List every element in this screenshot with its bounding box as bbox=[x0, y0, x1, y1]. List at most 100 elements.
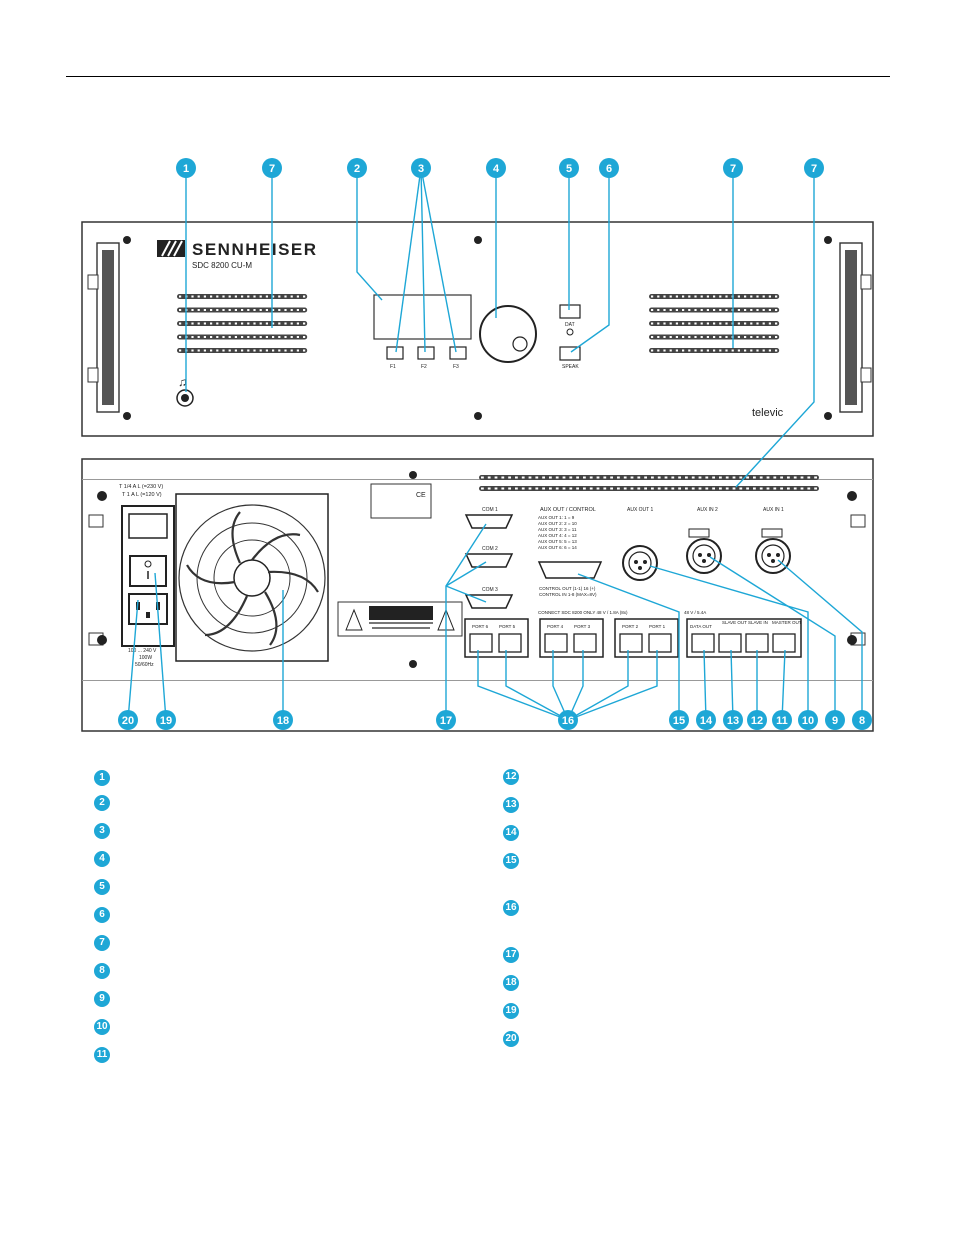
svg-text:1: 1 bbox=[183, 163, 189, 175]
callout-top-4: 4 bbox=[486, 158, 506, 178]
vent-slot bbox=[700, 336, 703, 338]
front-panel: SENNHEISER SDC 8200 CU-M televic ♫ F1 F2… bbox=[81, 221, 874, 437]
vent-slot bbox=[725, 309, 728, 311]
vent-slot bbox=[290, 322, 293, 325]
aux-control-connector[interactable] bbox=[537, 561, 603, 579]
vent-slot bbox=[807, 487, 811, 490]
function-button-f1[interactable] bbox=[386, 346, 404, 360]
vent-slot bbox=[671, 476, 675, 479]
vent-slot bbox=[191, 349, 194, 352]
legend-bullet-18: 18 bbox=[503, 975, 519, 991]
vent-slot bbox=[296, 336, 299, 338]
vent-slot bbox=[247, 336, 250, 338]
vent-slot bbox=[688, 349, 691, 352]
vent-slot bbox=[555, 476, 559, 479]
screw bbox=[847, 491, 857, 501]
data-button[interactable] bbox=[559, 304, 581, 319]
vent-slot bbox=[210, 309, 213, 311]
vent-slot bbox=[487, 476, 491, 479]
vent-slot bbox=[664, 476, 668, 479]
jog-wheel[interactable] bbox=[479, 305, 537, 363]
vent-slot bbox=[637, 476, 641, 479]
vent-slot bbox=[487, 487, 491, 490]
port-2-rj45[interactable] bbox=[619, 633, 643, 653]
com-port-1[interactable]: COM 1 bbox=[464, 507, 514, 529]
port-5-rj45[interactable] bbox=[498, 633, 522, 653]
vent-slot bbox=[589, 476, 593, 479]
legend-bullet-6: 6 bbox=[94, 907, 110, 923]
data-port-group: DATA OUT SLAVE OUT SLAVE IN MASTER OUT bbox=[686, 618, 802, 658]
vent-slot bbox=[663, 309, 666, 311]
callout-top-7a: 7 bbox=[262, 158, 282, 178]
aux-in-2-xlr[interactable]: AUX IN 2 bbox=[686, 507, 722, 574]
screw bbox=[474, 412, 482, 420]
function-button-f3[interactable] bbox=[449, 346, 467, 360]
vent-slot bbox=[651, 336, 654, 338]
header-rule bbox=[66, 76, 890, 77]
vent-slot bbox=[222, 322, 225, 325]
vent-slot bbox=[222, 336, 225, 338]
vent-slot bbox=[705, 487, 709, 490]
vent-slot bbox=[663, 322, 666, 325]
vent-slot bbox=[265, 349, 268, 352]
ce-mark: CE bbox=[416, 492, 426, 499]
vent-slot bbox=[651, 349, 654, 352]
aux-control-table: AUX OUT 1: 1 = 9 AUX OUT 2: 2 = 10 AUX O… bbox=[538, 515, 577, 550]
legend-bullet-3: 3 bbox=[94, 823, 110, 839]
vent-slot bbox=[669, 309, 672, 311]
mains-rating-text: 50/60Hz bbox=[135, 662, 154, 668]
slave-out-rj45[interactable] bbox=[718, 633, 742, 653]
port-6-rj45[interactable] bbox=[469, 633, 493, 653]
iec-mains-socket[interactable] bbox=[128, 593, 168, 625]
vent-slot bbox=[657, 336, 660, 338]
screw bbox=[97, 635, 107, 645]
vent-slot bbox=[793, 487, 797, 490]
callout-bottom-16: 16 bbox=[558, 710, 578, 730]
master-out-rj45[interactable] bbox=[772, 633, 796, 653]
vent-slot bbox=[228, 349, 231, 352]
vent-slot bbox=[589, 487, 593, 490]
vent-slot bbox=[241, 349, 244, 352]
aux-out-1-xlr[interactable]: AUX OUT 1 bbox=[622, 507, 658, 581]
vent-slot bbox=[515, 487, 518, 490]
speak-button[interactable] bbox=[559, 346, 581, 361]
vent-slot bbox=[272, 349, 275, 352]
svg-text:12: 12 bbox=[751, 715, 763, 727]
legend-bullet-17: 17 bbox=[503, 947, 519, 963]
vent-slot bbox=[222, 349, 225, 352]
legend-bullet-7: 7 bbox=[94, 935, 110, 951]
aux-in-1-xlr[interactable]: AUX IN 1 bbox=[755, 507, 791, 574]
svg-text:COM 3: COM 3 bbox=[482, 587, 498, 593]
vent-slot bbox=[284, 349, 287, 352]
vent-slot bbox=[253, 349, 256, 352]
slave-in-rj45[interactable] bbox=[745, 633, 769, 653]
svg-text:PORT 1: PORT 1 bbox=[649, 624, 666, 629]
vent-slot bbox=[739, 476, 743, 479]
vent-slot bbox=[290, 295, 293, 298]
vent-slot bbox=[762, 336, 765, 338]
vent-slot bbox=[756, 336, 759, 338]
svg-text:PORT 2: PORT 2 bbox=[622, 624, 639, 629]
svg-text:SLAVE IN: SLAVE IN bbox=[748, 620, 768, 625]
vent-slot bbox=[651, 487, 654, 490]
data-out-rj45[interactable] bbox=[691, 633, 715, 653]
vent-slot bbox=[744, 295, 747, 298]
port-4-rj45[interactable] bbox=[544, 633, 568, 653]
com-port-2[interactable]: COM 2 bbox=[464, 546, 514, 568]
function-button-f2[interactable] bbox=[417, 346, 435, 360]
vent-slot bbox=[234, 322, 237, 325]
port-1-rj45[interactable] bbox=[648, 633, 672, 653]
vent-slot bbox=[272, 322, 275, 325]
legend-bullet-2: 2 bbox=[94, 795, 110, 811]
fuse-holder[interactable] bbox=[128, 513, 168, 539]
vent-slot bbox=[216, 309, 219, 311]
vent-slot bbox=[303, 322, 306, 325]
svg-text:PORT 6: PORT 6 bbox=[472, 624, 489, 629]
front-vent-right bbox=[649, 294, 780, 353]
vent-slot bbox=[542, 476, 545, 479]
vent-slot bbox=[549, 487, 552, 490]
vent-slot bbox=[725, 322, 728, 325]
port-3-rj45[interactable] bbox=[573, 633, 597, 653]
vent-slot bbox=[284, 309, 287, 311]
fuse-rating-text: T 1/4 A L (=230 V) bbox=[119, 484, 163, 490]
